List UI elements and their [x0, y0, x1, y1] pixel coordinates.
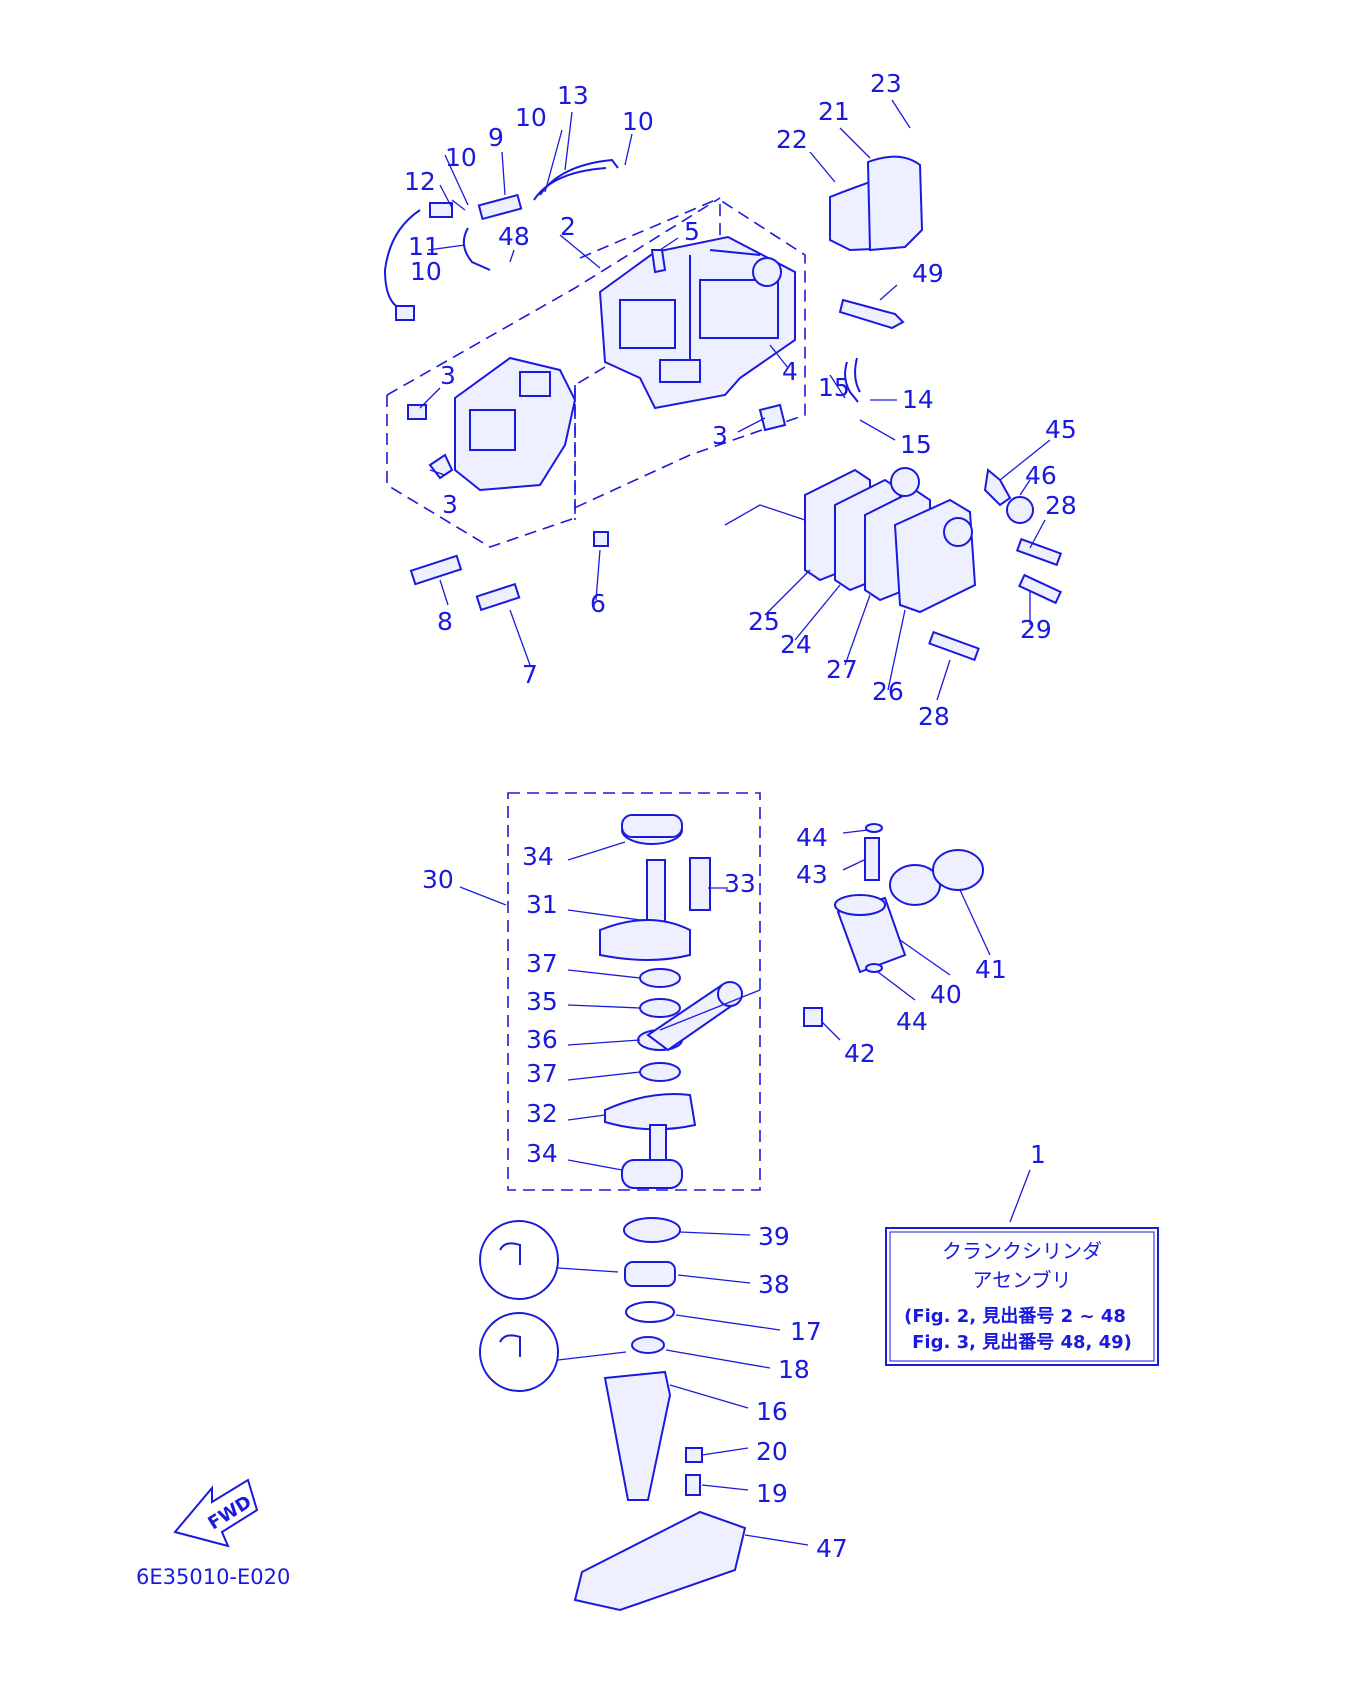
exhaust-cover [829, 155, 924, 252]
callout-3: 3 [440, 361, 456, 390]
crankshaft-group [459, 792, 1031, 1612]
fwd-arrow-icon: FWD [173, 1478, 259, 1548]
callout-26: 26 [872, 677, 904, 706]
callout-37: 37 [526, 1059, 558, 1088]
callout-14: 14 [902, 385, 934, 414]
diagram-code: 6E35010-E020 [136, 1565, 290, 1589]
assembly-fig-ref-line1: (Fig. 2, 見出番号 2 ~ 48 [904, 1305, 1126, 1327]
callout-46: 46 [1025, 461, 1057, 490]
callout-10: 10 [515, 103, 547, 132]
callout-40: 40 [930, 980, 962, 1009]
callout-9: 9 [488, 123, 504, 152]
callout-45: 45 [1045, 415, 1077, 444]
callout-48: 48 [498, 222, 530, 251]
callout-35: 35 [526, 987, 558, 1016]
side-cover-stack [804, 467, 977, 614]
callout-22: 22 [776, 125, 808, 154]
callout-28: 28 [918, 702, 950, 731]
assembly-fig-ref-line2: Fig. 3, 見出番号 48, 49) [912, 1331, 1132, 1353]
callout-32: 32 [526, 1099, 558, 1128]
callout-39: 39 [758, 1222, 790, 1251]
callout-27: 27 [826, 655, 858, 684]
callout-28: 28 [1045, 491, 1077, 520]
callout-36: 36 [526, 1025, 558, 1054]
callout-34: 34 [522, 842, 554, 871]
callout-8: 8 [437, 607, 453, 636]
callout-11: 11 [408, 232, 440, 261]
callout-2: 2 [560, 212, 576, 241]
callout-12: 12 [404, 167, 436, 196]
callout-16: 16 [756, 1397, 788, 1426]
callout-10: 10 [622, 107, 654, 136]
assembly-note-box: クランクシリンダ アセンブリ (Fig. 2, 見出番号 2 ~ 48 Fig.… [885, 1227, 1159, 1366]
callout-38: 38 [758, 1270, 790, 1299]
assembly-name-line2: アセンブリ [973, 1268, 1072, 1292]
cylinder-head [454, 356, 577, 492]
callout-24: 24 [780, 630, 812, 659]
callout-18: 18 [778, 1355, 810, 1384]
callout-4: 4 [782, 357, 798, 386]
callout-20: 20 [756, 1437, 788, 1466]
callout-41: 41 [975, 955, 1007, 984]
callout-15: 15 [818, 373, 850, 402]
callout-44: 44 [796, 823, 828, 852]
callout-1: 1 [1030, 1140, 1046, 1169]
callout-3: 3 [442, 490, 458, 519]
callout-13: 13 [557, 81, 589, 110]
callout-10: 10 [445, 143, 477, 172]
callout-30: 30 [422, 865, 454, 894]
callout-29: 29 [1020, 615, 1052, 644]
callout-19: 19 [756, 1479, 788, 1508]
callout-15: 15 [900, 430, 932, 459]
callout-31: 31 [526, 890, 558, 919]
callout-25: 25 [748, 607, 780, 636]
callout-21: 21 [818, 97, 850, 126]
cylinder-body [598, 235, 796, 410]
callout-42: 42 [844, 1039, 876, 1068]
callout-3: 3 [712, 421, 728, 450]
callout-10: 10 [410, 257, 442, 286]
callout-labels: 23 21 22 13 10 10 9 10 12 2 5 48 11 10 4… [404, 69, 1077, 1563]
callout-37: 37 [526, 949, 558, 978]
callout-43: 43 [796, 860, 828, 889]
callout-47: 47 [816, 1534, 848, 1563]
callout-17: 17 [790, 1317, 822, 1346]
cylinder-assembly-group [383, 99, 1063, 701]
callout-49: 49 [912, 259, 944, 288]
callout-33: 33 [724, 869, 756, 898]
callout-7: 7 [522, 660, 538, 689]
assembly-name-line1: クランクシリンダ [942, 1239, 1102, 1263]
callout-6: 6 [590, 589, 606, 618]
callout-34: 34 [526, 1139, 558, 1168]
callout-5: 5 [684, 217, 700, 246]
callout-23: 23 [870, 69, 902, 98]
callout-44: 44 [896, 1007, 928, 1036]
